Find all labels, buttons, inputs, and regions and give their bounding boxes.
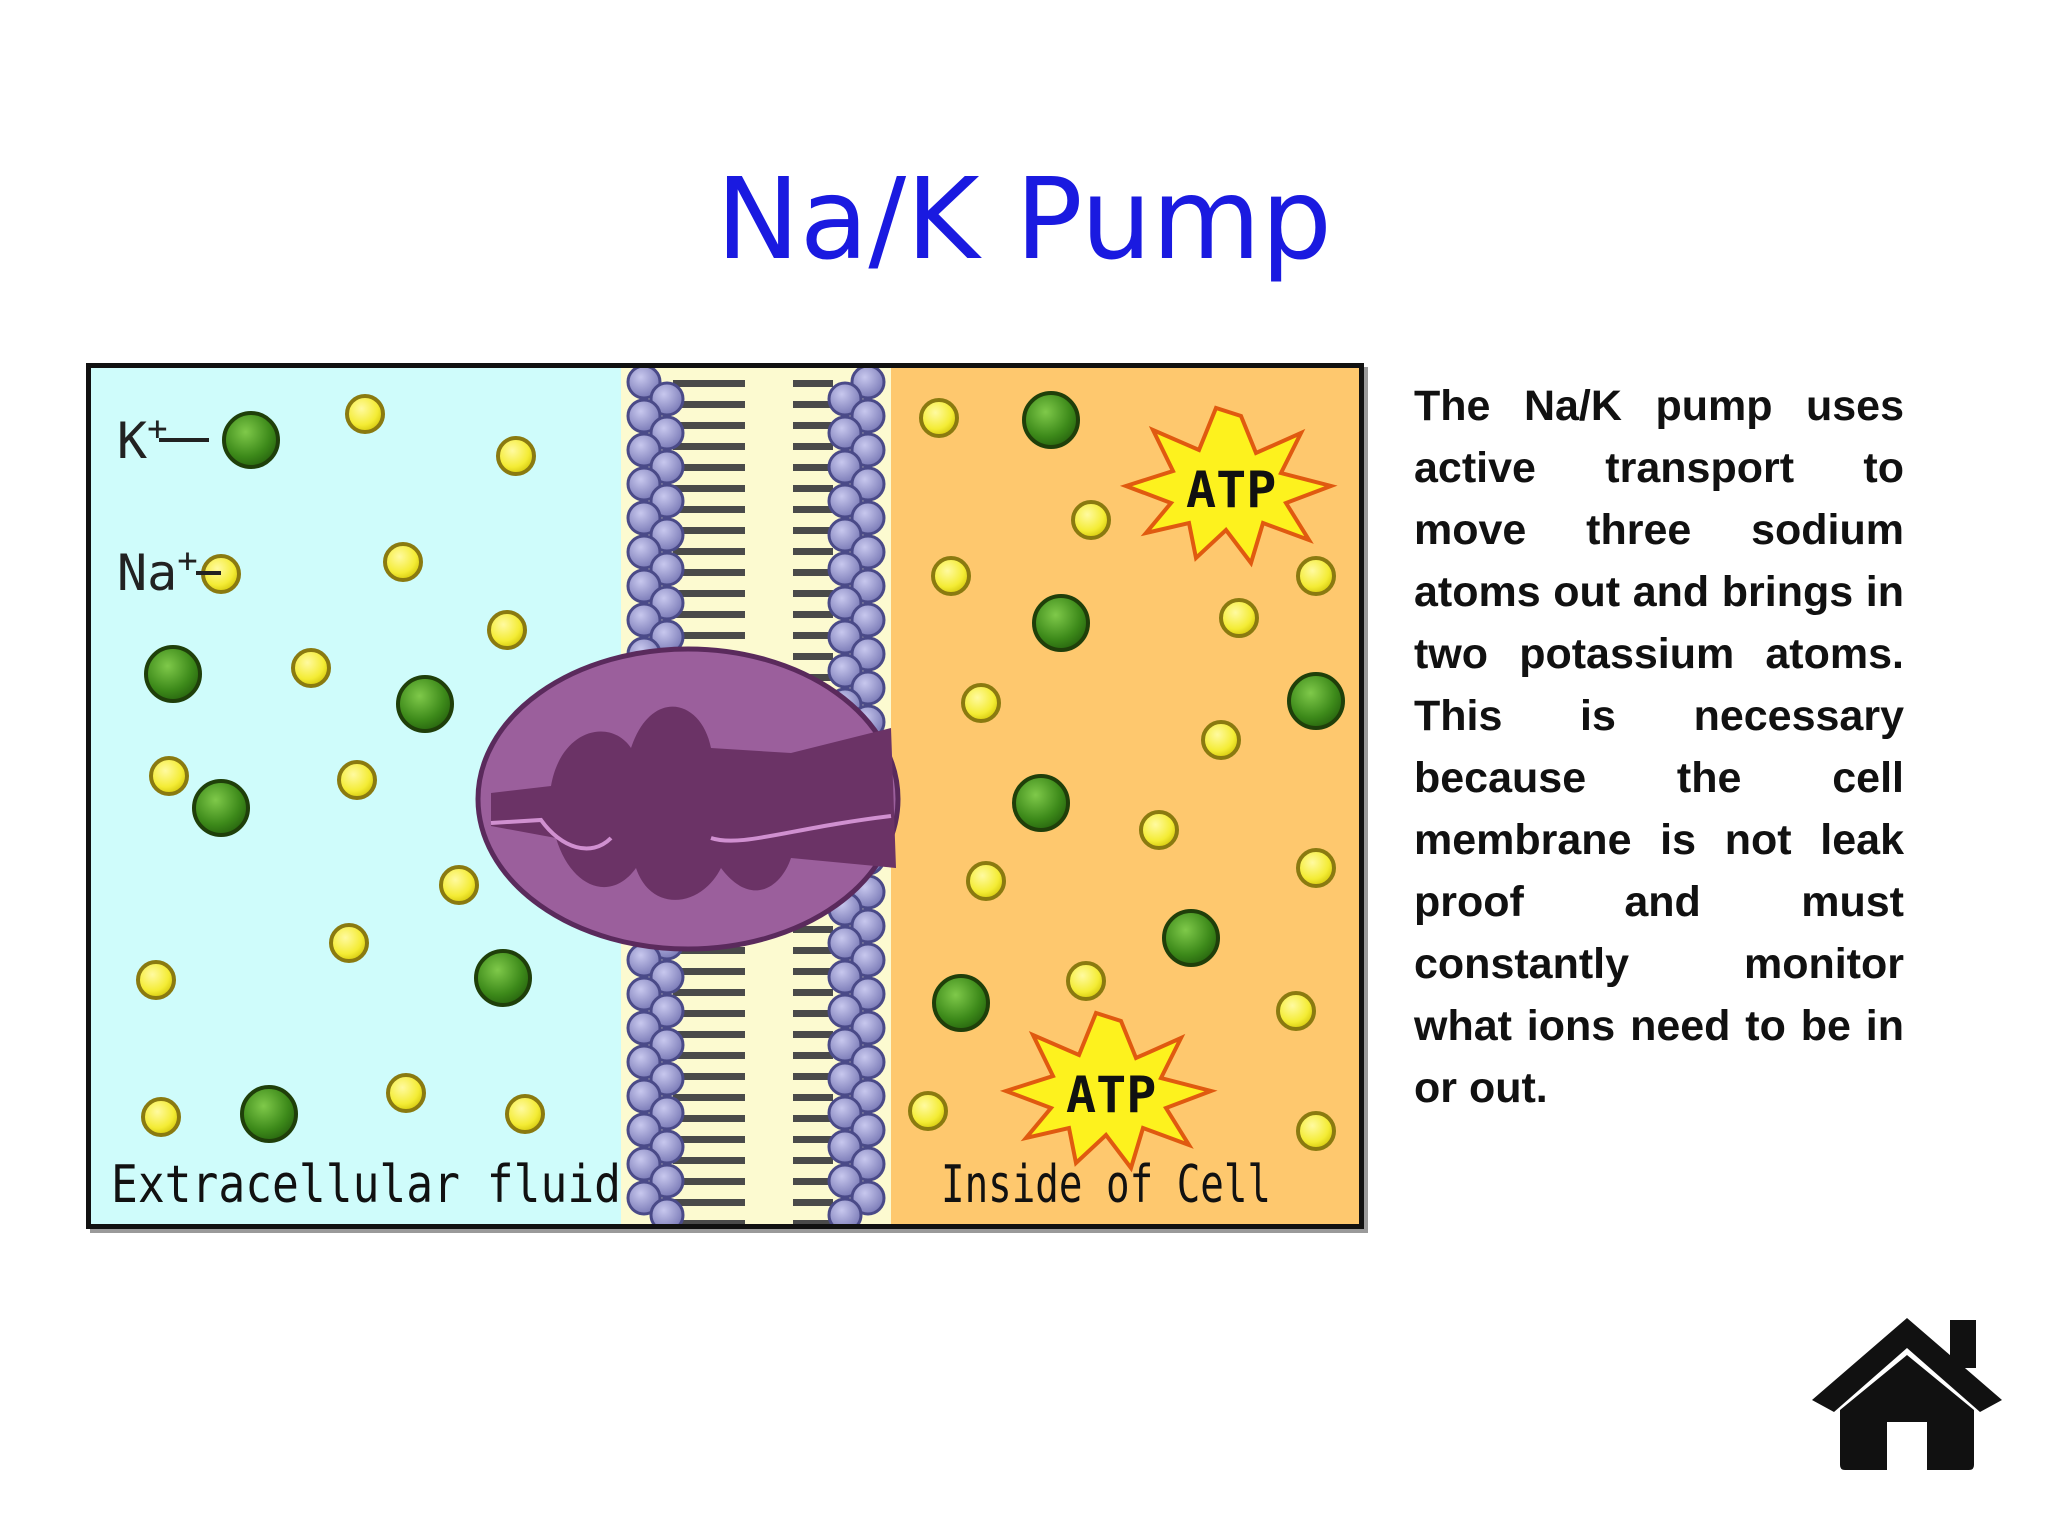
sodium-legend-label: Na+ xyxy=(117,541,198,602)
na-k-pump-diagram: K+ Na+ ATP ATP Extracellular fluid Insid… xyxy=(86,363,1364,1229)
sodium-ion xyxy=(496,436,536,476)
potassium-ion xyxy=(1287,672,1345,730)
sodium-potassium-pump-protein xyxy=(475,646,901,952)
sodium-ion xyxy=(337,760,377,800)
sodium-ion xyxy=(1139,810,1179,850)
potassium-ion xyxy=(1162,909,1220,967)
potassium-ion xyxy=(192,779,250,837)
pump-description: The Na/K pump uses active transport to m… xyxy=(1414,382,1904,1112)
sodium-ion xyxy=(966,861,1006,901)
sodium-ion xyxy=(1219,598,1259,638)
potassium-ion xyxy=(1022,391,1080,449)
sodium-ion xyxy=(1201,720,1241,760)
sodium-ion xyxy=(329,923,369,963)
ion-legend: K+ Na+ xyxy=(117,409,221,602)
sodium-ion xyxy=(919,398,959,438)
potassium-ion xyxy=(1012,774,1070,832)
slide-title: Na/K Pump xyxy=(716,155,1332,285)
sodium-ion xyxy=(1066,961,1106,1001)
sodium-ion xyxy=(505,1094,545,1134)
potassium-ion xyxy=(932,974,990,1032)
potassium-ion xyxy=(144,645,202,703)
atp-burst-bottom: ATP xyxy=(999,1010,1218,1173)
home-button[interactable] xyxy=(1812,1310,2002,1470)
sodium-ion xyxy=(1296,848,1336,888)
sodium-ion xyxy=(1296,556,1336,596)
atp-label-top: ATP xyxy=(1186,461,1276,519)
atp-label-bottom: ATP xyxy=(1066,1066,1156,1124)
ion-field xyxy=(136,391,1345,1151)
inside-of-cell-label: Inside of Cell xyxy=(941,1155,1271,1215)
home-icon xyxy=(1812,1318,2002,1470)
sodium-ion xyxy=(141,1097,181,1137)
sodium-ion xyxy=(1276,991,1316,1031)
sodium-ion xyxy=(439,865,479,905)
potassium-ion xyxy=(396,675,454,733)
sodium-ion xyxy=(1296,1111,1336,1151)
sodium-ion xyxy=(149,756,189,796)
sodium-ion xyxy=(136,960,176,1000)
potassium-ion xyxy=(1032,594,1090,652)
sodium-ion xyxy=(383,542,423,582)
potassium-ion xyxy=(474,949,532,1007)
sodium-ion xyxy=(345,394,385,434)
extracellular-fluid-label: Extracellular fluid xyxy=(111,1155,621,1215)
sodium-ion xyxy=(386,1073,426,1113)
sodium-ion xyxy=(1071,500,1111,540)
sodium-ion xyxy=(487,610,527,650)
sodium-ion xyxy=(291,648,331,688)
sodium-ion xyxy=(931,556,971,596)
potassium-ion xyxy=(240,1085,298,1143)
sodium-ion xyxy=(908,1091,948,1131)
potassium-ion xyxy=(222,411,280,469)
sodium-ion xyxy=(961,683,1001,723)
atp-burst-top: ATP xyxy=(1119,405,1338,568)
